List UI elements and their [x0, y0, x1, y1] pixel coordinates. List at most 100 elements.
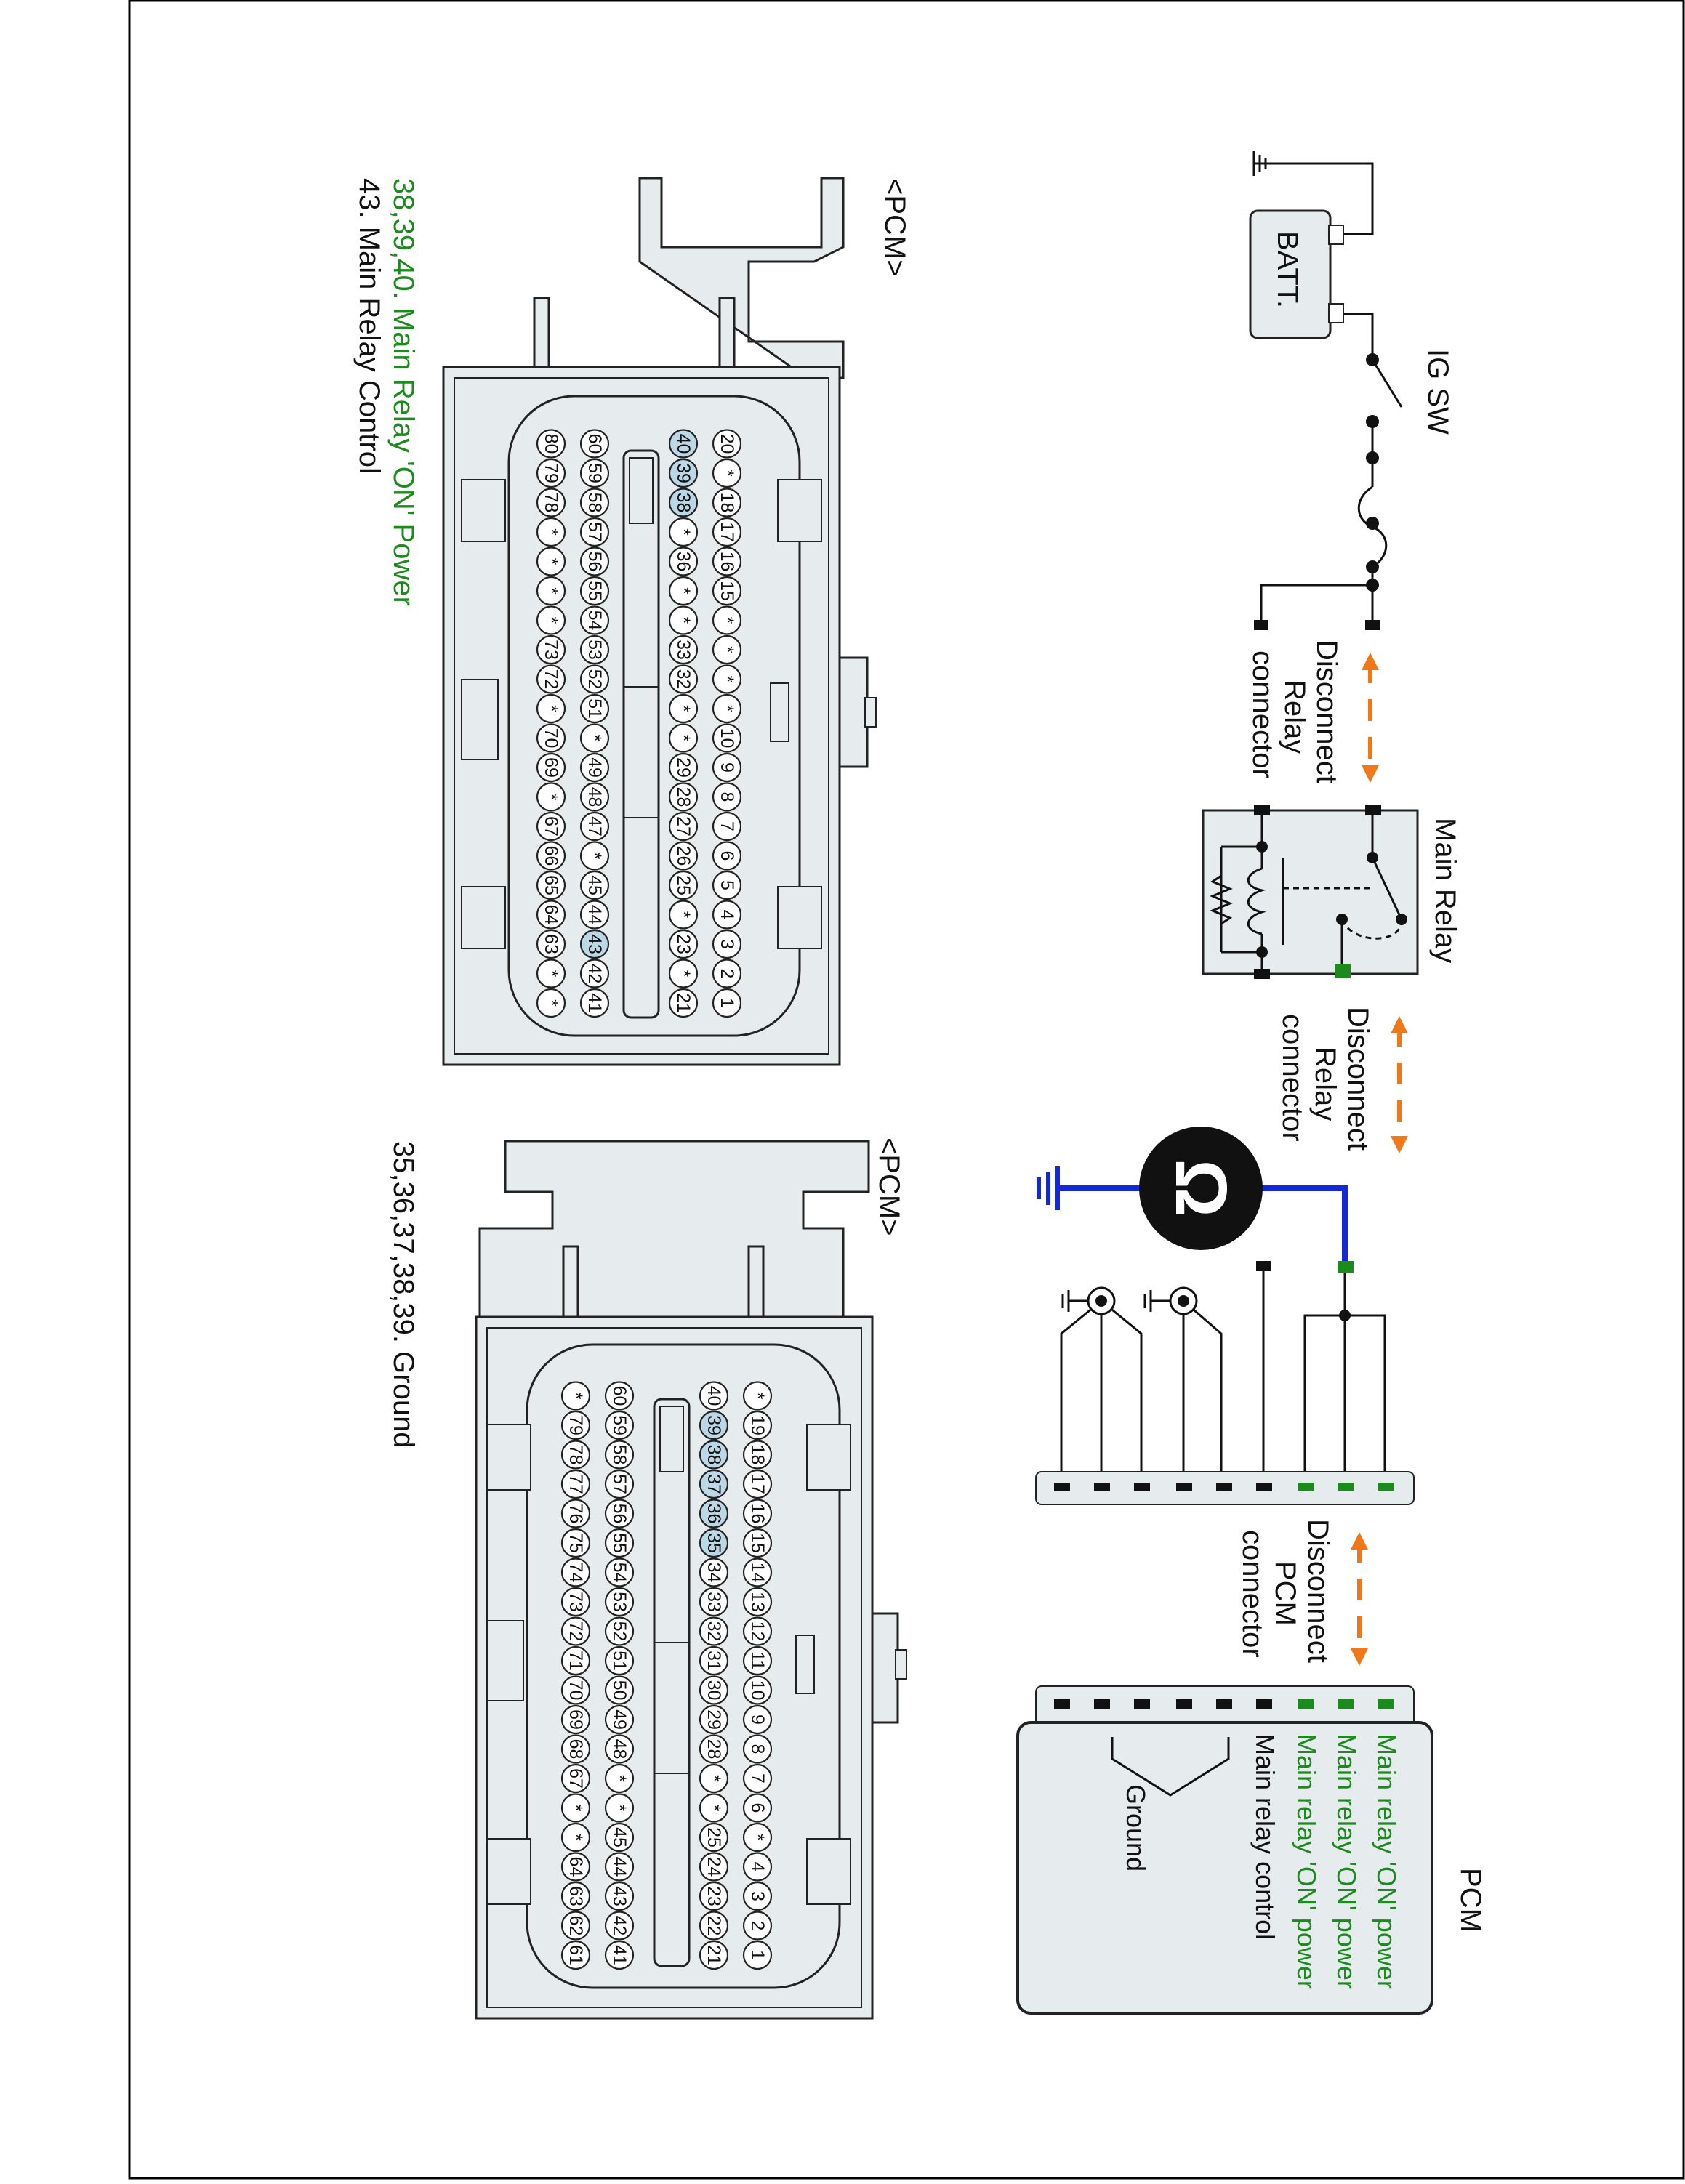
connector-a-pin: 66	[536, 841, 566, 871]
connector-a-pin: 69	[536, 752, 566, 783]
connector-a-pin-circle	[668, 458, 699, 488]
connector-b-pin-circle	[604, 1734, 635, 1764]
connector-b-pin-circle	[604, 1469, 635, 1499]
connector-a-pin: 51	[579, 693, 610, 724]
disconnect-relay-connector-1: Disconnect Relay connector	[1247, 640, 1379, 783]
connector-a-pin: *	[536, 988, 566, 1018]
connector-b-pin-circle	[742, 1469, 773, 1499]
connector-b-pin: 64	[560, 1852, 591, 1882]
connector-a-pin-circle	[579, 988, 610, 1018]
connector-a-pin-circle	[668, 547, 699, 576]
connector-a-pin-circle	[536, 988, 566, 1018]
connector-a-pin-label: 36	[673, 552, 693, 572]
connector-a-pin: *	[712, 693, 742, 724]
connector-b-pin-circle	[560, 1645, 591, 1676]
connector-a-pin-circle	[579, 458, 610, 488]
connector-b-pin-label: 24	[704, 1857, 724, 1877]
connector-a-pin-circle	[712, 664, 742, 694]
connector-b-pin-label: 2	[747, 1921, 768, 1931]
connector-b-pin: 14	[742, 1558, 773, 1587]
connector-a-pin-circle	[668, 929, 699, 959]
connector-a-pin-circle	[536, 429, 566, 459]
connector-b-pin: 43	[604, 1881, 635, 1911]
connector-b-pin: 1	[742, 1940, 773, 1970]
connector-a-pin: *	[536, 517, 566, 547]
connector-a-pin-label: *	[673, 617, 693, 624]
connector-a-pin: *	[536, 576, 566, 606]
connector-a-pin: 52	[579, 664, 610, 694]
connector-b-pin-label: 68	[566, 1739, 586, 1760]
connector-a-pin: 44	[579, 900, 610, 930]
connector-b-pin-circle	[604, 1675, 635, 1705]
connector-b-pin: 67	[560, 1763, 591, 1794]
connector-a-pin: 32	[668, 664, 699, 694]
connector-a-pin-circle	[536, 811, 566, 842]
connector-b-pin: 12	[742, 1616, 773, 1646]
connector-a-pin: 65	[536, 870, 566, 900]
connector-a-pin-circle	[712, 458, 742, 488]
connector-a-pin: 20	[712, 429, 742, 459]
connector-a-pin-label: 60	[584, 434, 605, 454]
connector-b-pin-label: 10	[747, 1680, 768, 1701]
connector-a-pin-circle	[668, 429, 699, 459]
connector-a-pin-label: 15	[717, 581, 737, 601]
connector-b-pin-circle	[604, 1528, 635, 1558]
connector-b-pin-label: 16	[747, 1504, 768, 1524]
connector-a-pin: 8	[712, 782, 742, 812]
connector-b-pin-label: 18	[747, 1445, 768, 1465]
disconnect-pcm-text-a: Disconnect	[1302, 1519, 1334, 1663]
connector-a-pin: *	[536, 693, 566, 724]
connector-b-pin-label: *	[609, 1805, 630, 1812]
connector-b-pin-label: 9	[747, 1714, 768, 1725]
connector-a-pin-circle	[579, 634, 610, 665]
connector-a-pin-label: *	[541, 705, 561, 712]
connector-b-pin: 11	[742, 1645, 773, 1676]
connector-b-pin: 9	[742, 1704, 773, 1735]
connector-b-pin-circle	[742, 1940, 773, 1970]
connector-a-pin-label: 1	[717, 998, 737, 1008]
connector-a-pin-circle	[668, 576, 699, 606]
connector-b-pin: 25	[699, 1822, 729, 1853]
connector-b-pin: 44	[604, 1852, 635, 1882]
connector-b-pin: 3	[742, 1881, 773, 1911]
connector-a-pin-label: 58	[584, 493, 605, 513]
connector-b-pin-circle	[699, 1704, 729, 1735]
connector-a-pin: 4	[712, 900, 742, 930]
connector-b-pin-circle	[560, 1499, 591, 1528]
connector-b-pin-circle	[560, 1763, 591, 1794]
connector-b-pin-circle	[560, 1940, 591, 1970]
connector-a-pin-label: 59	[584, 463, 605, 483]
connector-a-pin-circle	[579, 752, 610, 783]
connector-a-pin-circle	[536, 664, 566, 694]
connector-a-pin-label: 64	[541, 905, 561, 925]
connector-b-pin-label: *	[609, 1775, 630, 1782]
connector-b-pin-circle	[742, 1558, 773, 1587]
connector-a-pin-circle	[536, 693, 566, 724]
connector-a-pin-label: 39	[673, 463, 693, 483]
connector-a-pin-circle	[536, 870, 566, 900]
connector-b-pin-label: 77	[566, 1474, 586, 1494]
connector-b-pin: 42	[604, 1911, 635, 1941]
connector-a-pin-label: *	[541, 970, 561, 978]
ig-sw-label: IG SW	[1422, 349, 1454, 435]
connector-a-pin-label: 78	[541, 493, 561, 513]
connector-b-pins: 1234*678910111213141516171819*2122232425…	[560, 1381, 773, 1970]
pcm-connector-b: 1234*678910111213141516171819*2122232425…	[387, 1137, 907, 2020]
connector-a-pin-label: *	[541, 558, 561, 565]
connector-a-pin-circle	[536, 929, 566, 959]
connector-b-pin-circle	[604, 1793, 635, 1823]
ohm-symbol: Ω	[1160, 1159, 1242, 1217]
connector-a-pin-label: 80	[541, 434, 561, 454]
connector-a-pin-label: 52	[584, 669, 605, 690]
connector-b-pin: 16	[742, 1499, 773, 1528]
connector-b-pin-circle	[699, 1499, 729, 1528]
connector-b-pin-circle	[560, 1704, 591, 1735]
connector-a-pin: 25	[668, 870, 699, 900]
connector-b-pin-circle	[560, 1558, 591, 1587]
connector-a-pin: *	[536, 959, 566, 988]
connector-a-pin-label: 41	[584, 993, 605, 1013]
connector-a-pin: 17	[712, 517, 742, 547]
connector-a-pin: 15	[712, 576, 742, 606]
connector-a-pin: 70	[536, 723, 566, 753]
